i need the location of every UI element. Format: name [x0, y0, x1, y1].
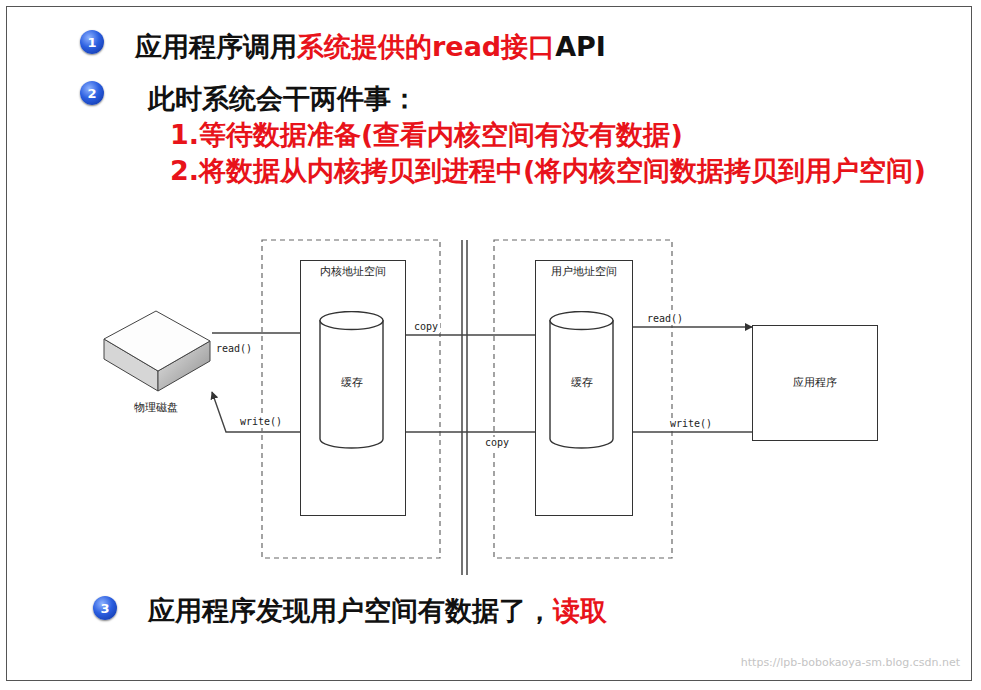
body-text: 应用程序调用: [135, 31, 297, 63]
highlight-text: 读取: [553, 595, 607, 627]
node-label: 用户地址空间: [551, 265, 617, 279]
edge-label: read(): [645, 313, 685, 325]
arrow-connector: [614, 326, 752, 327]
edge-label: copy: [412, 321, 440, 333]
edge-label: write(): [238, 416, 284, 428]
node-label: 内核地址空间: [320, 265, 386, 279]
edge-label: copy: [483, 437, 511, 449]
callout-number: 2: [80, 81, 104, 105]
process-box: 应用程序: [752, 325, 878, 441]
disk-node: 物理磁盘: [100, 305, 212, 417]
cylinder-body: [320, 320, 383, 448]
callout-text: 1: [87, 36, 96, 49]
kernel-dashed-region: [262, 240, 440, 558]
node-label: 缓存: [571, 376, 593, 390]
highlight-text: 1.等待数据准备(查看内核空间有没有数据): [170, 119, 683, 151]
highlight-text: 系统提供的read接口: [297, 31, 555, 63]
callout-text: 3: [100, 602, 109, 615]
divider-line: [466, 240, 468, 575]
disk-icon: [100, 305, 212, 397]
body-text: API: [555, 31, 606, 63]
node-label: 物理磁盘: [134, 401, 178, 415]
node-label: 应用程序: [793, 376, 837, 390]
divider-line: [461, 240, 463, 575]
text-line: 2.将数据从内核拷贝到进程中(将内核空间数据拷贝到用户空间): [170, 155, 926, 187]
node-label: 缓存: [341, 376, 363, 390]
highlight-text: 2.将数据从内核拷贝到进程中(将内核空间数据拷贝到用户空间): [170, 155, 926, 187]
body-text: 应用程序发现用户空间有数据了，: [148, 595, 553, 627]
text-line: 此时系统会干两件事：: [148, 83, 418, 115]
body-text: 此时系统会干两件事：: [148, 83, 418, 115]
callout-text: 2: [87, 87, 96, 100]
address-space-box: 用户地址空间缓存: [535, 260, 633, 516]
address-space-box: 内核地址空间缓存: [300, 260, 406, 516]
text-line: 1.等待数据准备(查看内核空间有没有数据): [170, 119, 683, 151]
cache-cylinder: 缓存: [549, 311, 614, 449]
arrow-connector: [384, 431, 549, 432]
callout-number: 3: [93, 596, 117, 620]
callout-number: 1: [80, 30, 104, 54]
text-line: 应用程序调用系统提供的read接口API: [135, 31, 606, 63]
cylinder-top: [550, 312, 613, 330]
watermark: https://lpb-bobokaoya-sm.blog.csdn.net: [741, 656, 960, 669]
disk-top: [104, 311, 210, 371]
cylinder-top: [320, 312, 383, 330]
arrow-connector: [384, 334, 549, 335]
cache-cylinder: 缓存: [319, 311, 384, 449]
cylinder-body: [550, 320, 613, 448]
user-dashed-region: [494, 240, 672, 558]
arrow-connector: [614, 431, 752, 432]
text-line: 应用程序发现用户空间有数据了，读取: [148, 595, 607, 627]
edge-label: write(): [668, 418, 714, 430]
edge-label: read(): [214, 343, 254, 355]
